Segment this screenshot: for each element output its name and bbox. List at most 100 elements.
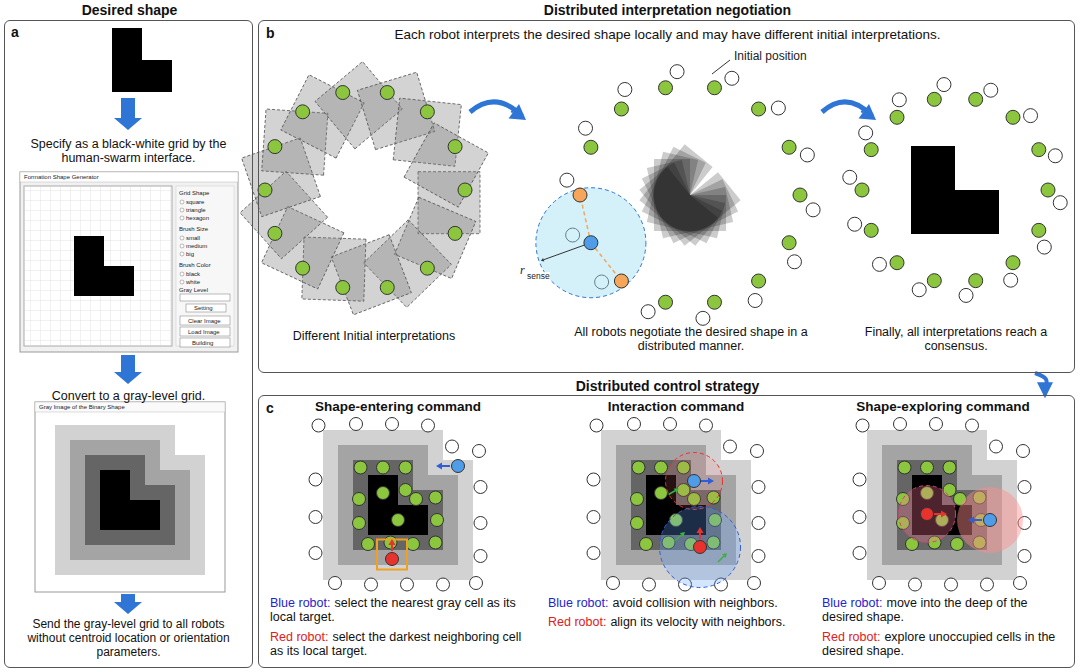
panel-heading: Distributed control strategy <box>259 378 1076 394</box>
robot <box>855 183 869 197</box>
consensus-shape <box>911 146 999 234</box>
annotation: r <box>520 264 525 276</box>
robot <box>1024 109 1038 123</box>
gray-level-band <box>323 430 473 580</box>
gray-level-band <box>368 475 428 535</box>
command-box: Shape-exploring commandBlue robot:move i… <box>814 399 1072 665</box>
robot <box>752 517 765 530</box>
robot <box>362 538 375 551</box>
panel-heading: Distributed interpretation negotiation <box>259 2 1076 18</box>
robot <box>420 261 434 275</box>
arrow <box>974 519 982 521</box>
robot <box>927 92 941 106</box>
robot <box>448 140 462 154</box>
panel-letter: c <box>266 400 274 416</box>
robot <box>909 578 922 591</box>
robot <box>655 461 668 474</box>
interpretation-square <box>404 123 488 207</box>
gui-text: small <box>186 235 200 241</box>
robot <box>748 577 761 590</box>
robot <box>579 121 593 135</box>
robot <box>930 418 943 431</box>
robot <box>386 553 399 566</box>
interaction-range <box>666 453 723 510</box>
robot <box>969 92 983 106</box>
robot <box>800 148 814 162</box>
arrowhead <box>708 477 714 484</box>
robot <box>655 487 668 500</box>
robot <box>474 517 487 530</box>
caption-text: Different Initial interpretations <box>266 329 482 343</box>
robot <box>984 83 998 97</box>
robot <box>1037 240 1051 254</box>
gray-level-band <box>70 440 190 560</box>
robot <box>474 481 487 494</box>
gray-screenshot <box>35 402 225 592</box>
gui-text: Load Image <box>188 329 220 335</box>
robot <box>725 71 739 85</box>
interpretation-shape <box>639 144 740 245</box>
robot <box>984 514 997 527</box>
gray-level-band <box>100 470 160 530</box>
gui-text: Setting <box>194 305 213 311</box>
leader-line <box>712 60 730 74</box>
robot <box>752 481 765 494</box>
robot <box>429 536 442 549</box>
robot <box>420 105 434 119</box>
gui-text: black <box>186 271 200 277</box>
command-box: Interaction commandBlue robot:avoid coll… <box>540 399 812 665</box>
robot <box>890 256 904 270</box>
robot <box>410 493 423 506</box>
robot <box>268 226 282 240</box>
flow-arrow <box>114 355 142 384</box>
robot <box>1006 110 1020 124</box>
robot <box>573 188 587 202</box>
gui-text: Clear Image <box>188 318 221 324</box>
arrow <box>442 465 450 467</box>
explore-range <box>899 486 956 543</box>
robot <box>584 236 598 250</box>
robot <box>853 511 866 524</box>
robot <box>377 461 390 474</box>
robot <box>945 578 958 591</box>
robot <box>981 578 994 591</box>
robot <box>1004 273 1018 287</box>
gui-text: hexagon <box>186 215 209 221</box>
robot <box>384 536 397 549</box>
robot <box>912 283 926 297</box>
robot <box>309 511 322 524</box>
arrow <box>699 533 701 539</box>
robot <box>872 257 886 271</box>
robot <box>853 473 866 486</box>
robot <box>614 274 628 288</box>
robot <box>399 461 412 474</box>
arrowhead <box>696 527 703 533</box>
arrowhead <box>541 258 544 261</box>
arrow <box>701 480 708 482</box>
panel-a: Desired shapeaSpecify as a black-white g… <box>4 20 253 668</box>
robot <box>1041 183 1055 197</box>
arrowhead <box>859 104 876 120</box>
robot <box>659 81 673 95</box>
robot <box>966 419 979 432</box>
robot <box>641 305 655 319</box>
panel-letter: b <box>266 25 275 41</box>
robot <box>607 577 620 590</box>
robot <box>631 517 644 530</box>
panel-b: Distributed interpretation negotiationbE… <box>258 20 1075 373</box>
robot <box>296 105 310 119</box>
robot <box>353 517 366 530</box>
gui-screenshot <box>20 172 238 352</box>
gui-text: Gray Level <box>179 287 208 293</box>
gray-level-band <box>85 455 175 545</box>
arrowhead <box>674 488 679 493</box>
robot <box>752 550 765 563</box>
robot <box>392 514 405 527</box>
robot <box>752 102 766 116</box>
robot <box>1048 149 1062 163</box>
arrow <box>544 243 591 260</box>
gui-text: Formation Shape Generator <box>24 174 99 180</box>
caption-text: All robots negotiate the desired shape i… <box>571 325 811 354</box>
caption-text: Specify as a black-white grid by the hum… <box>13 137 244 166</box>
robot <box>1053 196 1067 210</box>
